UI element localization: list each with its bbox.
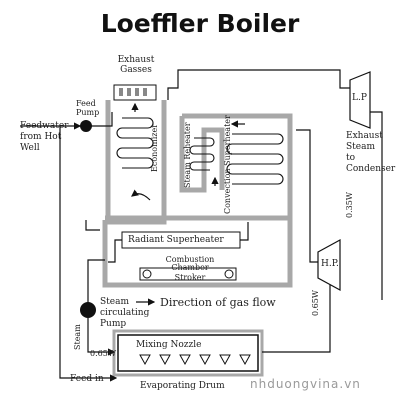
diagram-title: Loeffler Boiler xyxy=(101,9,300,38)
piping xyxy=(20,69,383,382)
mixing-nozzles xyxy=(139,354,251,366)
label-steam-reheater: Steam Reheater xyxy=(183,122,192,188)
label-stroker: Stroker xyxy=(175,273,206,282)
label-feed-in: Feed in xyxy=(70,374,104,384)
label-hp: H.P. xyxy=(321,259,339,269)
convection-superheater-coil xyxy=(226,133,284,185)
label-direction-gas-flow: Direction of gas flow xyxy=(160,296,276,309)
label-065w-left: 0.65W xyxy=(90,349,117,358)
label-economizer: Economizer xyxy=(150,124,159,172)
evaporating-drum xyxy=(112,329,264,377)
label-mixing-nozzle: Mixing Nozzle xyxy=(136,340,201,350)
economizer-section xyxy=(105,84,167,225)
reheater-wall xyxy=(105,113,293,221)
hp-turbine xyxy=(317,238,341,292)
superheater-section xyxy=(105,113,293,221)
furnace-section xyxy=(102,218,293,288)
turbines xyxy=(317,71,371,292)
lp-turbine xyxy=(349,71,371,129)
label-035w: 0.35W xyxy=(345,191,354,218)
label-065w-right: 0.65W xyxy=(311,289,320,316)
steam-reheater-coil xyxy=(189,137,215,171)
label-evaporating-drum: Evaporating Drum xyxy=(140,381,225,391)
stroker-grate xyxy=(139,267,237,281)
steam-circulating-pump-icon xyxy=(80,302,96,318)
watermark-text: nhduongvina.vn xyxy=(250,377,361,391)
label-lp: L.P xyxy=(352,93,367,103)
label-radiant-superheater: Radiant Superheater xyxy=(128,235,224,245)
economizer-coil xyxy=(116,117,154,169)
label-steam: Steam xyxy=(73,324,82,350)
feed-pump-icon xyxy=(80,120,92,132)
economizer-wall xyxy=(105,100,167,225)
label-convection-superheater: Convection Superheater xyxy=(223,115,232,214)
furnace-wall xyxy=(102,218,293,288)
